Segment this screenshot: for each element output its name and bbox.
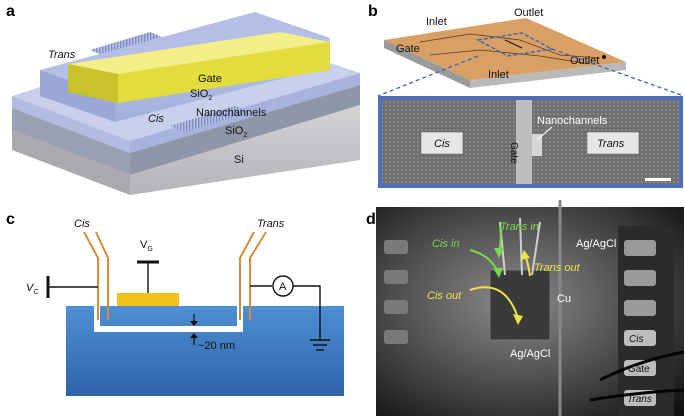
black-wire (599, 350, 685, 382)
pin-4 (624, 330, 656, 346)
chip-center-line (504, 39, 523, 49)
black-wire-2 (589, 388, 685, 402)
chip-top (384, 18, 626, 80)
sem-pointer (536, 126, 553, 141)
sem-scale-bar (645, 178, 671, 181)
gate-left (68, 64, 118, 103)
arrowhead-cis-out (513, 314, 523, 325)
cis-electrode-outer (83, 231, 99, 320)
ground-wire (293, 285, 321, 340)
left-pin-4 (384, 330, 408, 344)
chip-side-front (470, 62, 626, 88)
panel-b-letter: b (368, 3, 378, 20)
chip-port (602, 55, 606, 59)
label-gate-pin-d: Gate (628, 364, 650, 375)
label-nanochannels-b: Nanochannels (537, 115, 608, 127)
label-ag-agcl-bottom-d: Ag/AgCl (510, 348, 550, 360)
label-si-a: Si (234, 154, 244, 166)
arrow-cis-out (469, 286, 519, 319)
label-inlet-bottom-b: Inlet (488, 69, 509, 81)
trans-electrode-outer (239, 231, 255, 320)
label-sio2-top-a: SiO2 (190, 88, 212, 102)
gate-front (118, 42, 330, 103)
pin-column (618, 226, 674, 416)
tube-2 (519, 217, 523, 276)
label-gate-vertical-b: Gate (508, 142, 519, 164)
label-cu-d: Cu (557, 293, 571, 305)
pin-2 (624, 270, 656, 286)
cis-electrode-inner (95, 231, 109, 320)
chip-channels-2 (429, 49, 591, 65)
tube-3 (531, 221, 541, 276)
label-cis-c: Cis (74, 218, 90, 230)
left-pin-1 (384, 240, 408, 254)
label-gap-c: ~20 nm (198, 340, 235, 352)
panel-d: d Trans in Cis in Ag/AgCl (366, 200, 685, 416)
panel-c-letter: c (6, 211, 15, 228)
label-sio2-bottom-a: SiO2 (225, 125, 247, 139)
electrolyte-bath (66, 306, 344, 396)
sem-cis-box (420, 131, 464, 155)
arrowhead-cis-in (493, 268, 503, 278)
arrowhead-trans-out (520, 250, 530, 260)
label-ammeter-c: A (279, 281, 287, 293)
panel-a: a Trans Gate SiO2 Cis Nanochannels SiO2 … (6, 3, 360, 195)
label-trans-a: Trans (48, 49, 76, 61)
label-trans-b: Trans (597, 138, 625, 150)
pin-3 (624, 300, 656, 316)
label-cis-pin-d: Cis (629, 334, 643, 345)
gate-top (68, 32, 330, 74)
label-trans-out-d: Trans out (534, 262, 581, 274)
si-front-face (130, 105, 360, 195)
sio2-bottom-front (130, 85, 360, 175)
label-trans-in-d: Trans in (500, 221, 539, 233)
trans-electrode-inner (249, 231, 267, 320)
label-cis-in-d: Cis in (432, 238, 460, 250)
nanochannels-trans (90, 32, 162, 55)
left-pin-2 (384, 270, 408, 284)
sem-gate-strip (516, 100, 532, 184)
panel-b: b Inlet Outlet Gate Inlet Outlet Cis Gat… (368, 3, 685, 188)
label-outlet-top-b: Outlet (514, 7, 543, 19)
label-gate-b: Gate (396, 43, 420, 55)
gate-electrode (117, 293, 179, 306)
si-left-face (12, 130, 130, 195)
gap-arrowhead-bottom (190, 333, 198, 338)
label-gate-a: Gate (198, 73, 222, 85)
sem-trans-box (586, 131, 640, 155)
label-nanochannels-a: Nanochannels (196, 107, 267, 119)
panel-a-letter: a (6, 3, 15, 20)
label-trans-pin-d: Trans (627, 394, 652, 405)
label-vc-c: VC (26, 282, 39, 296)
label-vg-c: VG (140, 239, 153, 253)
left-pin-3 (384, 300, 408, 314)
zoom-line-left (377, 55, 479, 97)
pin-5 (624, 360, 656, 376)
central-device (489, 269, 551, 341)
sio2-bottom-left (12, 108, 130, 175)
nanochannels-cis (170, 106, 250, 132)
label-cis-out-d: Cis out (427, 290, 462, 302)
chip-side-left (384, 40, 470, 88)
label-cis-a: Cis (148, 113, 164, 125)
label-ag-agcl-top-d: Ag/AgCl (576, 238, 616, 250)
label-outlet-bottom-b: Outlet (570, 55, 599, 67)
panel-c: c VG Cis Trans VC A (6, 211, 344, 396)
pin-1 (624, 240, 656, 256)
label-inlet-top-b: Inlet (426, 16, 447, 28)
zoom-line-right (551, 48, 685, 97)
label-trans-c: Trans (257, 218, 285, 230)
panel-d-letter: d (366, 211, 376, 228)
channel-layer-left (12, 96, 130, 153)
arrowhead-trans-in (494, 248, 504, 258)
sem-nanochannels (532, 134, 542, 156)
label-cis-b: Cis (434, 138, 450, 150)
sio2-top-left (40, 70, 115, 122)
gap-arrowhead-top (190, 321, 198, 326)
